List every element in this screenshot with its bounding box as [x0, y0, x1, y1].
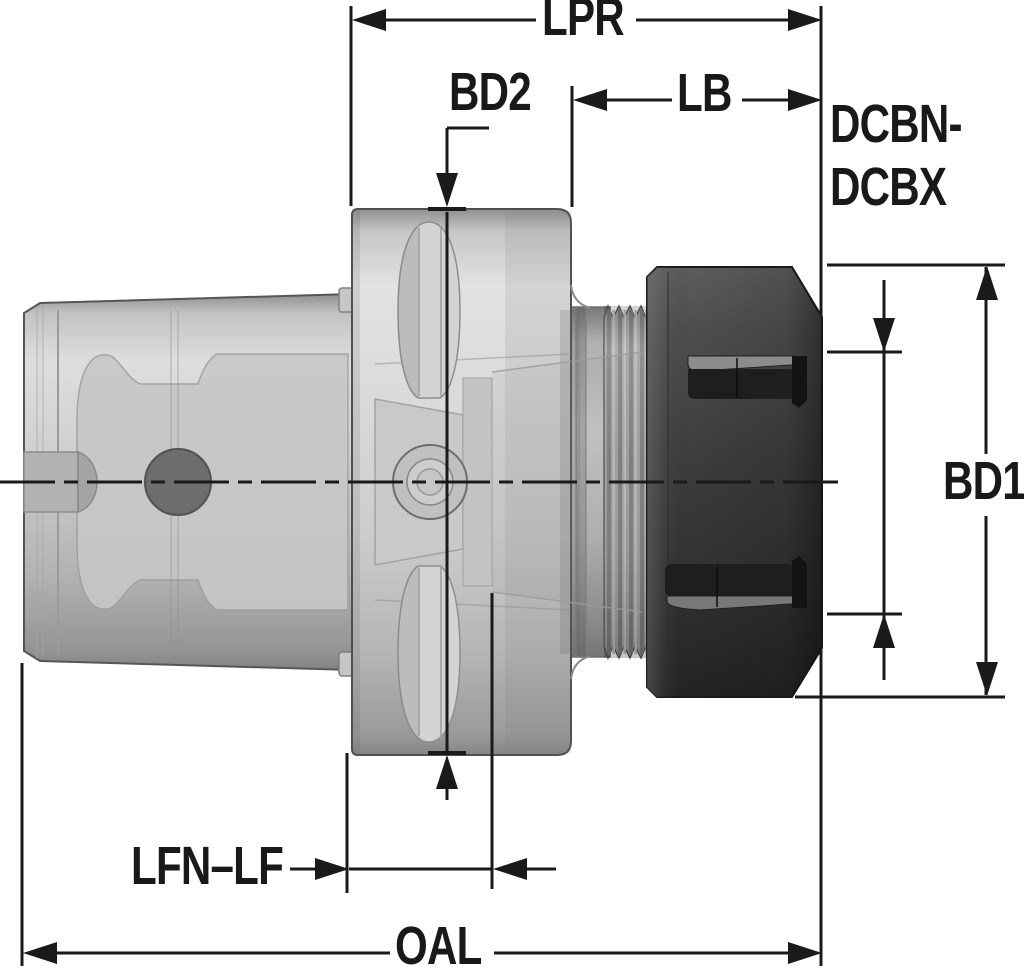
dim-label-bd1: BD1 [943, 451, 1024, 511]
dim-lb [570, 86, 822, 207]
coolant-groove-bottom [397, 565, 461, 743]
dim-oal [20, 650, 823, 966]
dim-bd2 [428, 126, 489, 800]
arrow-down-icon [436, 173, 458, 207]
dim-label-oal: OAL [395, 916, 482, 973]
bore-cone-line-top [491, 351, 643, 373]
flange-step-top [338, 287, 354, 313]
arrow-down-icon [976, 662, 998, 696]
dim-label-dcbx: DCBX [830, 157, 947, 217]
arrow-left-icon [23, 942, 57, 964]
arrow-left-icon [352, 9, 386, 31]
arrow-down-icon [873, 318, 895, 352]
thread-relief-groove [576, 308, 586, 656]
arrow-right-icon [788, 9, 822, 31]
arrow-right-icon [315, 858, 349, 880]
dimension-annotations [0, 6, 1005, 966]
nut-slot-bottom [665, 556, 808, 611]
dim-label-lpr: LPR [542, 0, 625, 47]
arrow-right-icon [788, 89, 822, 111]
flange-neck-fillet-top [570, 284, 591, 309]
arrow-right-icon [788, 942, 822, 964]
dim-label-lfn-lf: LFN–LF [131, 836, 284, 896]
flange-neck-fillet-bottom [570, 655, 591, 680]
bore-cone-line-bottom [491, 591, 643, 613]
dim-label-dcbn: DCBN- [830, 94, 963, 154]
flange-step-bottom [338, 651, 354, 677]
arrow-up-icon [436, 755, 458, 789]
dim-bd1 [795, 263, 1005, 699]
dim-label-bd2: BD2 [449, 62, 532, 122]
nut-slot-top [687, 355, 808, 408]
dim-label-lb: LB [677, 63, 732, 123]
dim-dcbn-dcbx [827, 280, 902, 680]
arrow-up-icon [873, 614, 895, 648]
arrow-left-icon [573, 89, 607, 111]
arrow-up-icon [976, 266, 998, 300]
arrow-left-icon [493, 858, 527, 880]
coolant-groove-top [397, 221, 461, 399]
dim-lfn-lf [290, 593, 556, 893]
dim-lpr [349, 6, 823, 316]
